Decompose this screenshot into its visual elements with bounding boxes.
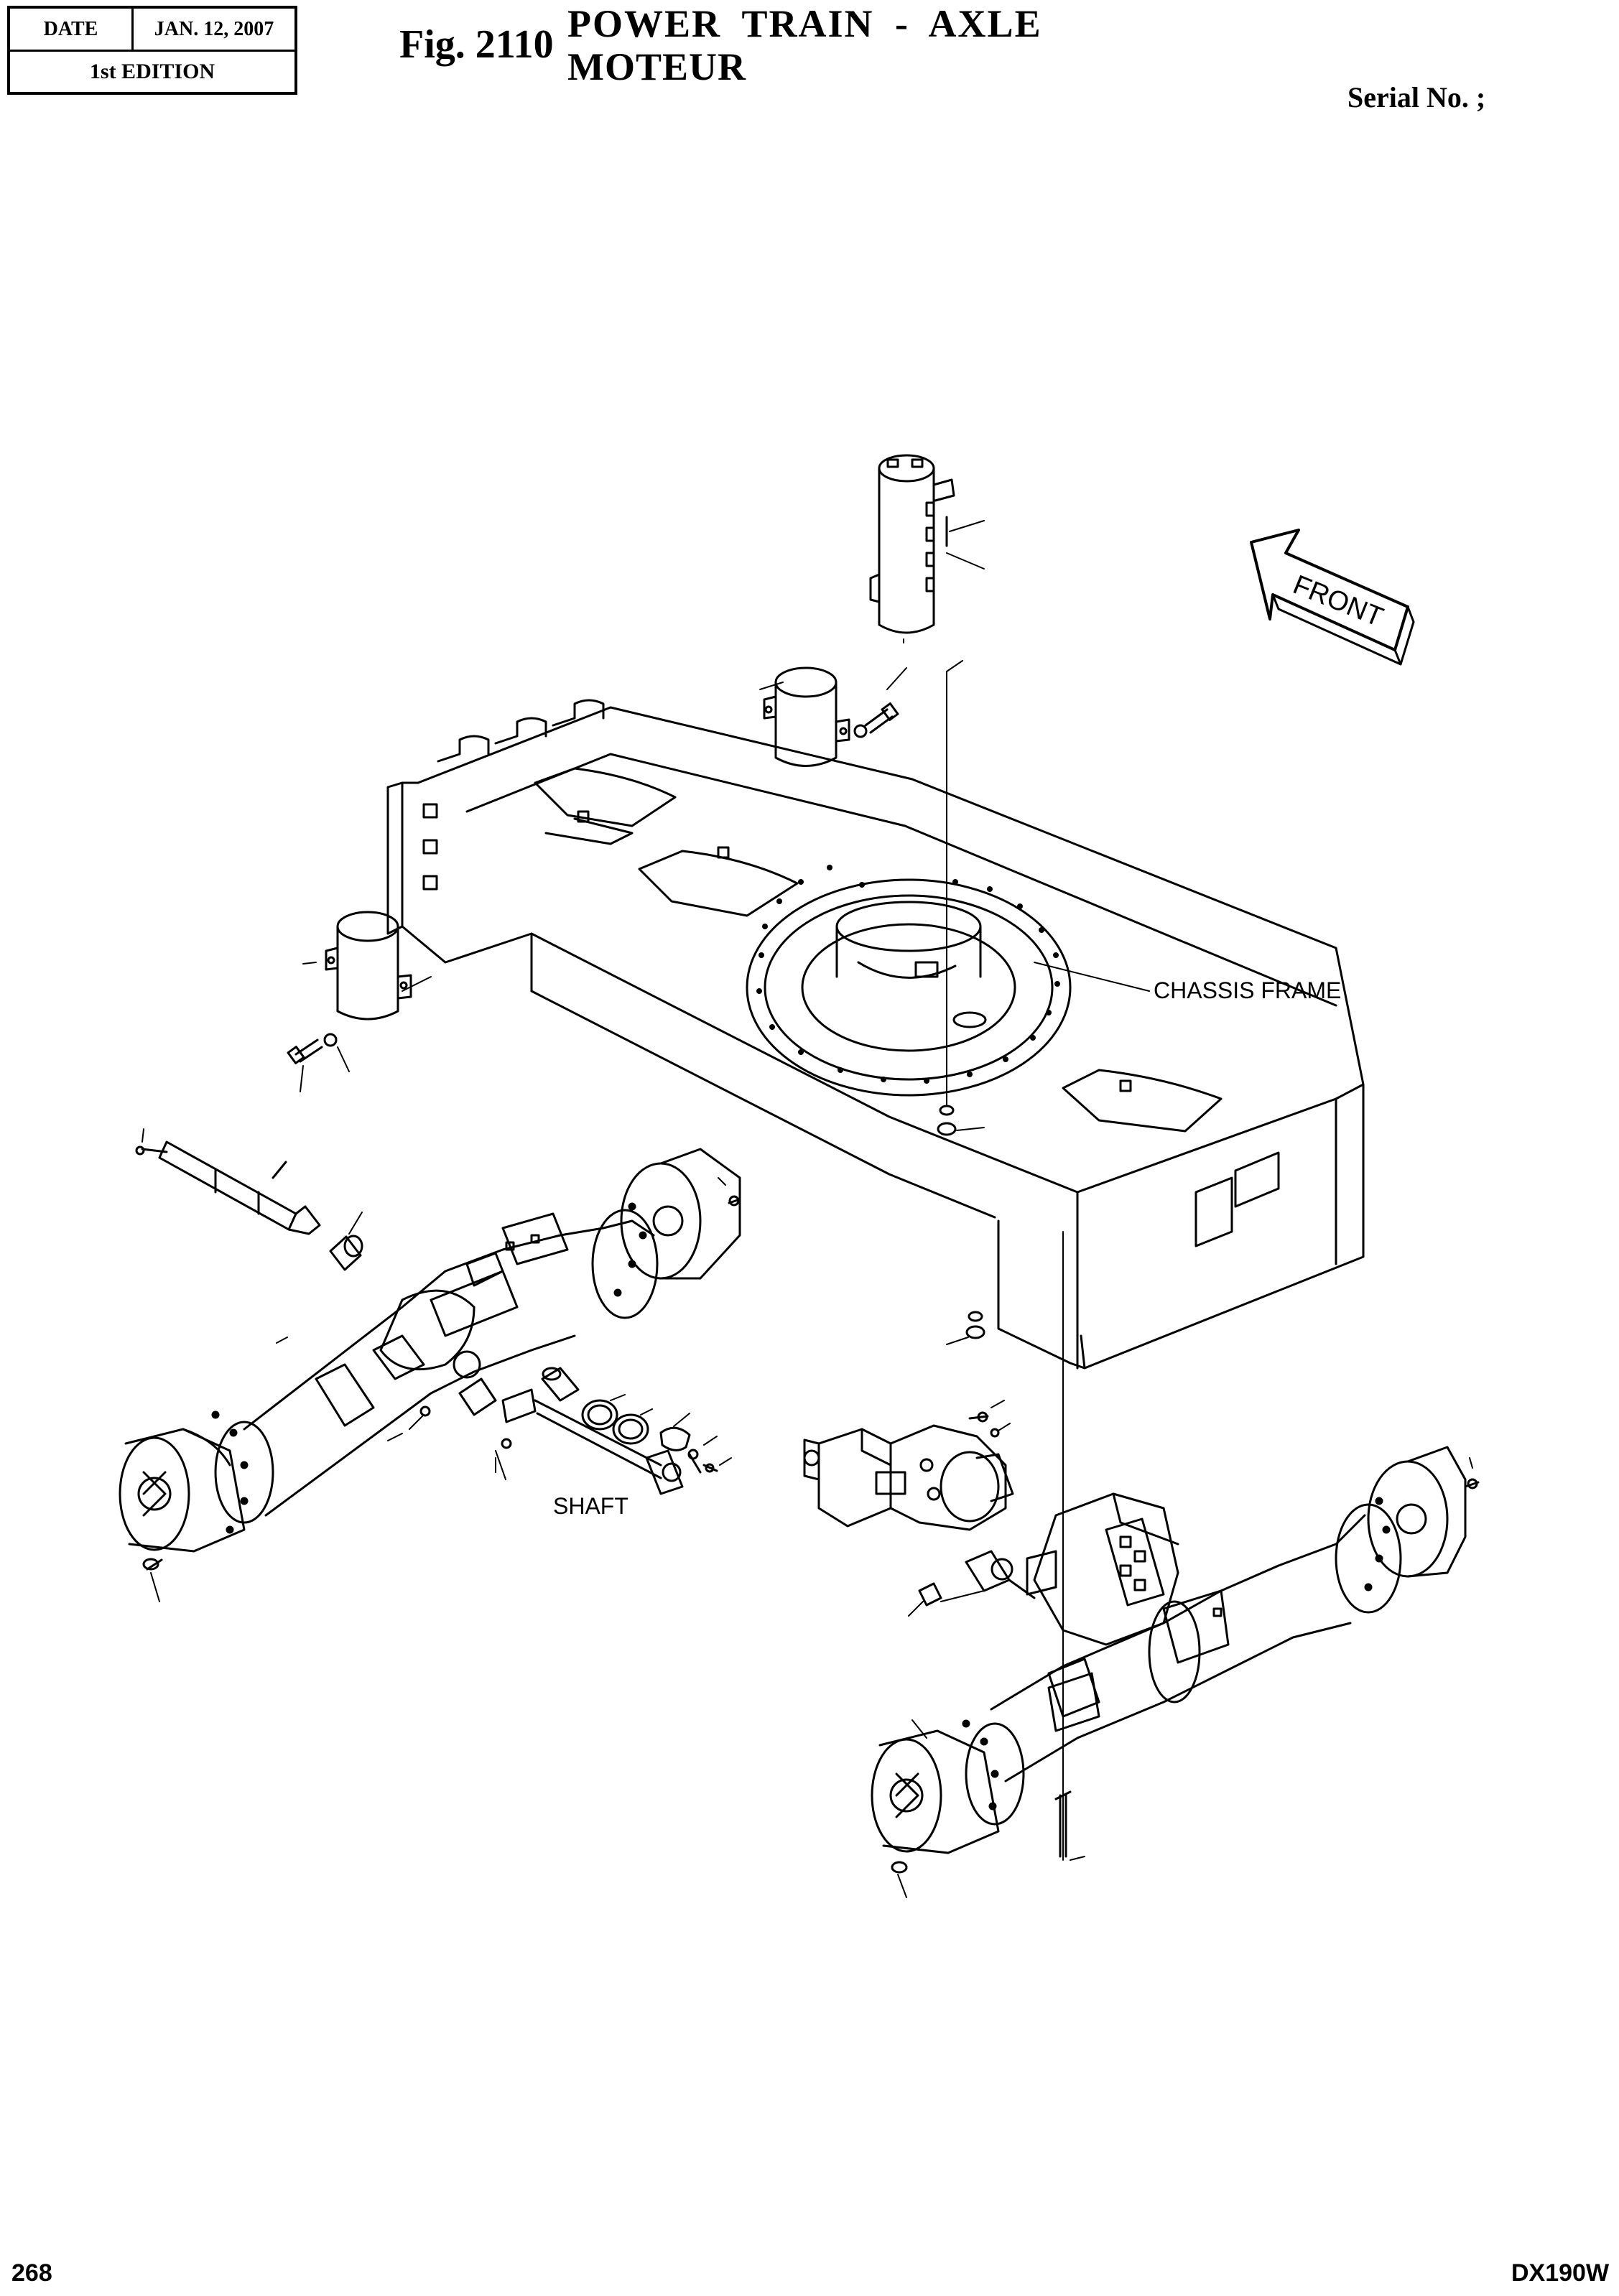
bolt-left [287,1033,350,1092]
gearbox [1026,1492,1179,1646]
chassis-frame [386,699,1365,1370]
serial-number-label: Serial No. ; [1347,81,1486,113]
slewing-ring [746,878,1072,1097]
page-title-line2: MOTEUR [567,45,746,88]
mount-block-upper [763,666,850,767]
bolt-upper [853,702,899,738]
edition-info-box: DATE JAN. 12, 2007 1st EDITION [7,6,297,95]
date-label: DATE [10,9,134,52]
model-number: DX190W [1511,2259,1610,2287]
clamp [659,1413,691,1451]
rear-axle [871,1446,1467,1854]
chassis-frame-label: CHASSIS FRAME [1154,977,1341,1003]
page-number: 268 [11,2259,52,2287]
nuts-centre [937,1105,985,1345]
rear-coupling [908,1550,1036,1617]
drive-shaft [495,1388,702,1495]
shaft-label: SHAFT [553,1493,628,1519]
seal-rings [581,1394,653,1445]
propeller-shaft [135,1128,321,1235]
edition-label: 1st EDITION [89,60,215,83]
bushing-upper [329,1212,363,1271]
bushing-centre [541,1367,580,1402]
front-arrow-icon [1250,529,1415,666]
date-value: JAN. 12, 2007 [134,9,294,52]
slewing-ring-bolt-holes [756,865,1060,1084]
shaft-bolts [687,1436,732,1473]
page-title-line1: POWER TRAIN - AXLE [567,2,1042,45]
transmission-bolts [968,1400,1011,1438]
mount-block-left [302,911,412,1021]
front-axle [119,1148,741,1553]
rear-axle-fasteners [891,1457,1480,1898]
front-axle-fasteners [142,1177,741,1602]
transmission-motor [803,1424,1014,1531]
swivel-joint [869,454,955,634]
figure-number: Fig. 2110 [399,22,554,67]
